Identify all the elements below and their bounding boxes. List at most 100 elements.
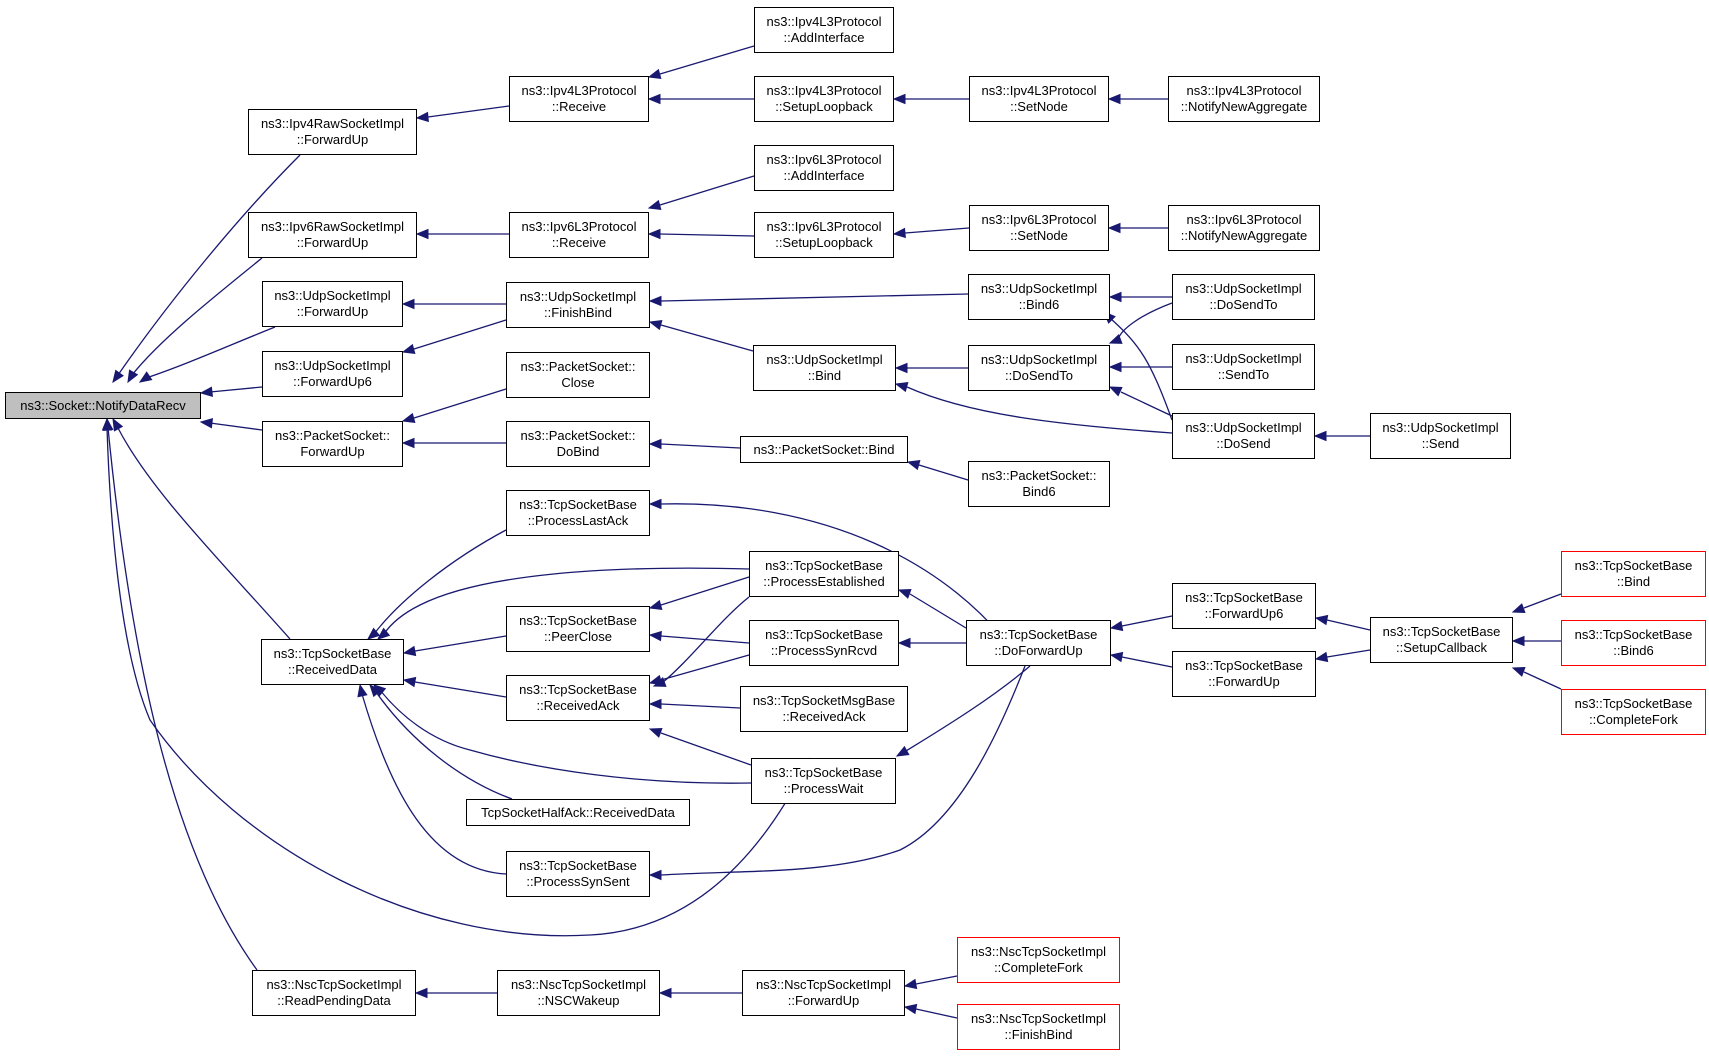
edge-udpdosendto-to-udpbind [894,362,968,374]
edge-ipv6setnode-to-ipv6loop [892,227,970,239]
node-udpsend[interactable]: ns3::UdpSocketImpl::Send [1370,413,1511,459]
node-label-line: ns3::UdpSocketImpl [274,358,391,373]
node-nscfinish[interactable]: ns3::NscTcpSocketImpl::FinishBind [957,1004,1120,1050]
node-label-line: ::FinishBind [544,305,612,320]
node-ipv4recv[interactable]: ns3::Ipv4L3Protocol::Receive [509,76,649,122]
node-ipv4nna[interactable]: ns3::Ipv4L3Protocol::NotifyNewAggregate [1168,76,1320,122]
edge-halfack-to-tcprecv [369,683,513,800]
node-nscfwd[interactable]: ns3::NscTcpSocketImpl::ForwardUp [742,970,905,1016]
node-tcpsetcb[interactable]: ns3::TcpSocketBase::SetupCallback [1370,617,1513,663]
node-tcpwait[interactable]: ns3::TcpSocketBase::ProcessWait [751,758,896,804]
arrowhead [647,199,662,211]
node-tcpbind6[interactable]: ns3::TcpSocketBase::Bind6 [1561,620,1706,666]
node-halfack[interactable]: TcpSocketHalfAck::ReceivedData [466,799,690,826]
edge-nscfwd-to-nscwake [658,987,742,999]
node-nscwake[interactable]: ns3::NscTcpSocketImpl::NSCWakeup [497,970,660,1016]
arrowhead [648,674,663,686]
arrowhead [401,298,415,310]
node-label-line: ns3::Ipv6L3Protocol [981,212,1097,227]
node-udpsendto[interactable]: ns3::UdpSocketImpl::SendTo [1172,344,1315,390]
node-nsccomplete[interactable]: ns3::NscTcpSocketImpl::CompleteFork [957,937,1120,983]
node-tcprecv[interactable]: ns3::TcpSocketBase::ReceivedData [261,639,404,685]
node-ipv4addif[interactable]: ns3::Ipv4L3Protocol::AddInterface [754,7,894,53]
node-udpbind[interactable]: ns3::UdpSocketImpl::Bind [753,345,896,391]
arrowhead [647,68,662,80]
node-tcpfwd[interactable]: ns3::TcpSocketBase::ForwardUp [1172,651,1316,697]
node-ipv4raw[interactable]: ns3::Ipv4RawSocketImpl::ForwardUp [248,109,417,155]
node-ipv6raw[interactable]: ns3::Ipv6RawSocketImpl::ForwardUp [248,212,417,258]
node-label-line: ns3::PacketSocket::Bind [753,441,895,457]
edge-nsccomplete-to-nscfwd [903,975,958,990]
node-ipv6setnode[interactable]: ns3::Ipv6L3Protocol::SetNode [969,205,1109,251]
node-ipv4loop[interactable]: ns3::Ipv4L3Protocol::SetupLoopback [754,76,894,122]
arrowhead [648,498,662,510]
arrowhead [401,343,416,355]
node-label-line: ::ProcessSynRcvd [770,643,878,658]
node-label-line: ns3::UdpSocketImpl [766,352,883,367]
node-pktbind6[interactable]: ns3::PacketSocket::Bind6 [968,461,1110,507]
node-label-line: ::ReadPendingData [277,993,391,1008]
node-udpdosend[interactable]: ns3::UdpSocketImpl::DoSend [1172,413,1315,459]
edge-line [379,689,752,784]
node-label-line: Close [561,375,595,390]
edge-udpsendto-to-udpdosendto [1108,361,1172,373]
node-ipv6addif[interactable]: ns3::Ipv6L3Protocol::AddInterface [754,145,894,191]
edge-pktclose-to-pktfwd [401,388,507,424]
node-udpfwd6[interactable]: ns3::UdpSocketImpl::ForwardUp6 [262,351,403,397]
node-tcpcomplete[interactable]: ns3::TcpSocketBase::CompleteFork [1561,689,1706,735]
node-label-line: ns3::TcpSocketBase [765,627,883,642]
node-pktfwd[interactable]: ns3::PacketSocket::ForwardUp [262,421,403,467]
node-udpdosendto[interactable]: ns3::UdpSocketImpl::DoSendTo [968,345,1110,391]
node-tcpest[interactable]: ns3::TcpSocketBase::ProcessEstablished [749,551,899,597]
node-label-line: ns3::Ipv4L3Protocol [1186,83,1302,98]
node-label-line: ns3::TcpSocketBase [273,646,392,661]
node-tcpack[interactable]: ns3::TcpSocketBase::ReceivedAck [506,675,650,721]
node-msgack[interactable]: ns3::TcpSocketMsgBase::ReceivedAck [740,686,908,732]
node-ipv6nna[interactable]: ns3::Ipv6L3Protocol::NotifyNewAggregate [1168,205,1320,251]
node-label-line: TcpSocketHalfAck::ReceivedData [481,804,675,820]
edge-line [373,529,507,635]
node-tcplastack[interactable]: ns3::TcpSocketBase::ProcessLastAck [506,490,650,536]
node-nscread[interactable]: ns3::NscTcpSocketImpl::ReadPendingData [252,970,416,1016]
node-label-line: ns3::Ipv4RawSocketImpl [260,116,405,131]
edge-line [375,691,513,800]
edge-line [1326,649,1371,658]
node-label-line: ns3::Ipv6L3Protocol [521,219,637,234]
edge-line [209,422,263,431]
arrowhead [415,111,429,123]
arrowhead [357,683,368,698]
node-label-line: ns3::TcpSocketBase [1185,590,1303,605]
node-label-line: ns3::UdpSocketImpl [1185,420,1302,435]
node-ipv6loop[interactable]: ns3::Ipv6L3Protocol::SetupLoopback [754,212,894,258]
node-label-line: ns3::UdpSocketImpl [980,352,1098,367]
node-udpdosendto2[interactable]: ns3::UdpSocketImpl::DoSendTo [1172,274,1315,320]
node-label-line: ::ProcessWait [783,781,864,796]
edge-line [660,293,969,302]
node-tcpfwd6[interactable]: ns3::TcpSocketBase::ForwardUp6 [1172,583,1316,629]
arrowhead [648,319,663,331]
node-pktbind[interactable]: ns3::PacketSocket::Bind [740,436,908,463]
edge-ipv4raw-to-root [112,154,301,384]
edge-line [209,386,263,393]
node-udpbind6[interactable]: ns3::UdpSocketImpl::Bind6 [968,274,1110,320]
node-tcpbind[interactable]: ns3::TcpSocketBase::Bind [1561,551,1706,597]
node-tcpsynrcvd[interactable]: ns3::TcpSocketBase::ProcessSynRcvd [749,620,899,666]
node-label-line: ::ForwardUp6 [1204,606,1284,621]
node-pktclose[interactable]: ns3::PacketSocket::Close [506,352,650,398]
node-tcppeer[interactable]: ns3::TcpSocketBase::PeerClose [506,606,650,652]
node-tcpdofwd[interactable]: ns3::TcpSocketBase::DoForwardUp [966,620,1111,666]
edge-ipv4setnode-to-ipv4loop [892,93,969,105]
node-ipv6recv[interactable]: ns3::Ipv6L3Protocol::Receive [509,212,649,258]
node-label-line: ns3::Ipv6L3Protocol [1186,212,1302,227]
node-tcpsynsent[interactable]: ns3::TcpSocketBase::ProcessSynSent [506,851,650,897]
node-label-line: ::PeerClose [544,629,612,644]
edge-line [915,1008,958,1019]
node-udpfinish[interactable]: ns3::UdpSocketImpl::FinishBind [506,282,650,328]
node-label-line: ns3::Ipv4L3Protocol [766,14,882,29]
node-pktdobind[interactable]: ns3::PacketSocket::DoBind [506,421,650,467]
node-label-line: ns3::Ipv6L3Protocol [766,219,882,234]
node-root[interactable]: ns3::Socket::NotifyDataRecv [5,392,201,419]
edge-line [1326,619,1371,631]
node-udpfwd[interactable]: ns3::UdpSocketImpl::ForwardUp [262,281,403,327]
node-ipv4setnode[interactable]: ns3::Ipv4L3Protocol::SetNode [969,76,1109,122]
